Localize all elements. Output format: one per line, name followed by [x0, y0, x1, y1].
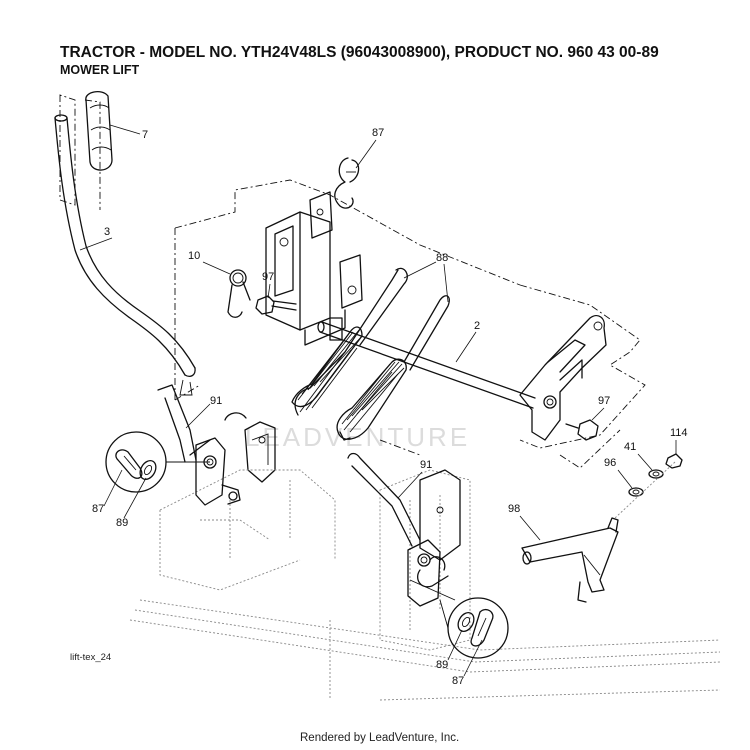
- callout-7: 7: [142, 129, 148, 141]
- callout-98: 98: [508, 503, 520, 515]
- callout-87-left: 87: [92, 503, 104, 515]
- upper-mounting-bracket: [265, 191, 363, 346]
- callout-97-right: 97: [598, 395, 610, 407]
- bolt-right: [565, 419, 599, 441]
- deck-lift-link: [521, 517, 619, 603]
- callout-88: 88: [436, 252, 448, 264]
- lift-handle-rod: [54, 114, 196, 396]
- frame-phantom-outline: [59, 94, 646, 469]
- right-deck-bracket: [129, 469, 721, 701]
- page-title: TRACTOR - MODEL NO. YTH24V48LS (96043008…: [60, 44, 659, 61]
- right-lift-link: [347, 452, 456, 607]
- callout-87-right: 87: [452, 675, 464, 687]
- lift-shaft: [317, 317, 536, 409]
- callout-97-left: 97: [262, 271, 274, 283]
- callout-89-right: 89: [436, 659, 448, 671]
- footer-credit: Rendered by LeadVenture, Inc.: [300, 732, 460, 744]
- callout-89-left: 89: [116, 517, 128, 529]
- callout-91-left: 91: [210, 395, 222, 407]
- left-detail-circle: [105, 431, 210, 493]
- right-detail-circle: [439, 597, 509, 659]
- spring-pin: [227, 269, 251, 318]
- left-lift-link: [157, 384, 241, 506]
- callout-41: 41: [624, 441, 636, 453]
- left-deck-bracket: [159, 412, 336, 591]
- callout-91-right: 91: [420, 459, 432, 471]
- callout-2: 2: [474, 320, 480, 332]
- lift-spring-right: [336, 295, 450, 441]
- right-lift-arm-bracket: [519, 314, 607, 441]
- page-subtitle: MOWER LIFT: [60, 63, 140, 77]
- callouts: 7 87 3 10 97 88 2 91 97 114 41 96: [79, 124, 688, 687]
- bolt-left: [255, 295, 297, 315]
- handle-grip: [85, 90, 113, 171]
- callout-96: 96: [604, 457, 616, 469]
- callout-3: 3: [104, 226, 110, 238]
- lift-spring-left: [291, 267, 408, 416]
- callout-114: 114: [670, 427, 688, 439]
- callout-10: 10: [188, 250, 200, 262]
- hairpin-clip-top: [334, 157, 360, 209]
- hardware-stack: [614, 453, 683, 519]
- figure-id: lift-tex_24: [70, 652, 112, 663]
- callout-87-top: 87: [372, 127, 384, 139]
